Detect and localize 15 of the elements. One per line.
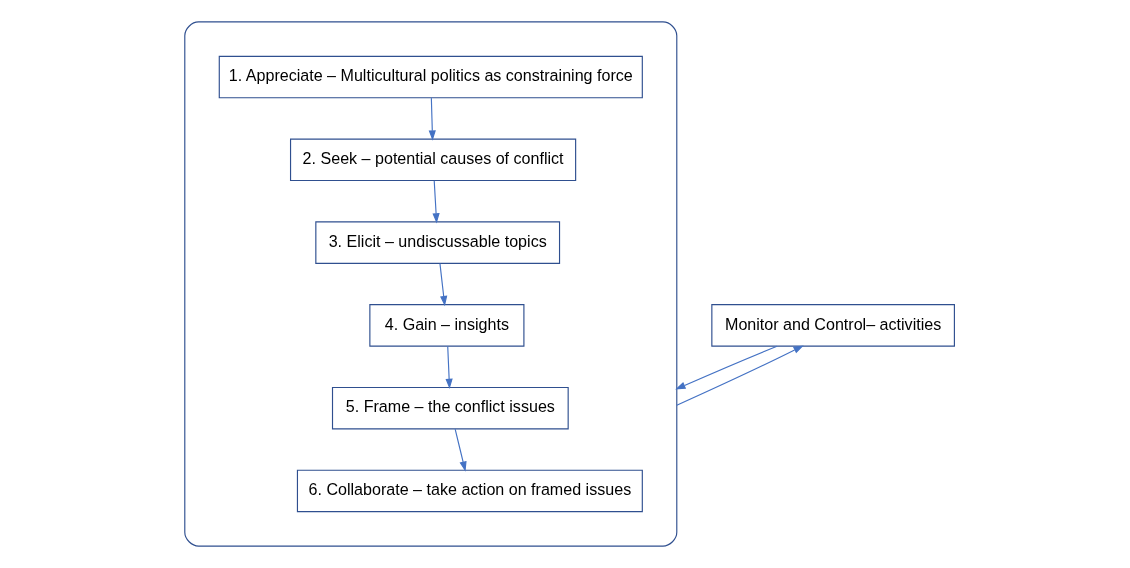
arrow bbox=[432, 180, 440, 224]
arrow bbox=[454, 428, 467, 472]
node-box: 3. Elicit – undiscussable topics bbox=[315, 221, 561, 264]
arrow bbox=[675, 345, 778, 390]
node-box: 6. Collaborate – take action on framed issues bbox=[296, 469, 643, 513]
cluster bbox=[184, 21, 678, 547]
arrow bbox=[439, 263, 448, 307]
node-box: 2. Seek – potential causes of conflict bbox=[289, 138, 577, 182]
node-box: 5. Frame – the conflict issues bbox=[331, 386, 569, 430]
node-box: 4. Gain – insights bbox=[369, 304, 525, 347]
arrow bbox=[676, 345, 804, 406]
node-box: Monitor and Control– activities bbox=[711, 304, 955, 347]
node-box: 1. Appreciate – Multicultural politics as constraining force bbox=[218, 55, 643, 99]
arrow bbox=[428, 97, 436, 141]
arrow bbox=[445, 345, 453, 390]
